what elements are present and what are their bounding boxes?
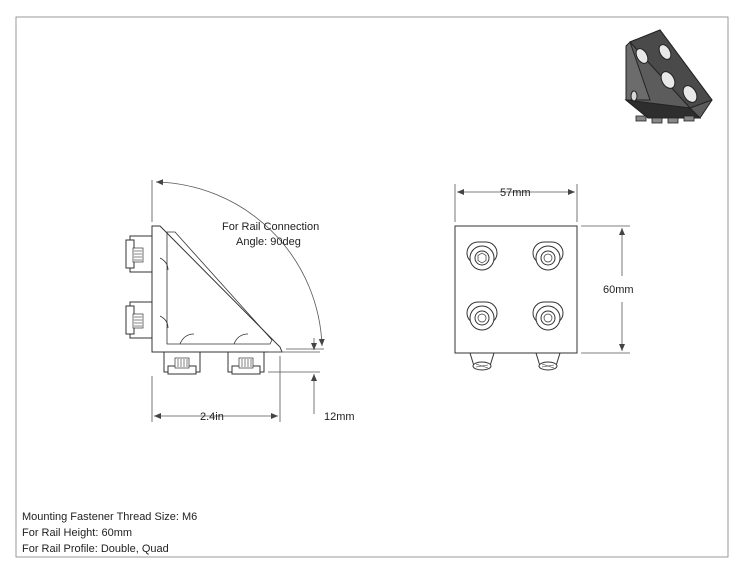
- front-width-dim-label: 57mm: [500, 187, 531, 199]
- left-nut-bottom: [125, 301, 153, 339]
- note-rail-profile: For Rail Profile: Double, Quad: [22, 543, 169, 555]
- bottom-nut-left: [163, 351, 201, 375]
- thickness-dimension: [268, 338, 320, 414]
- note-thread-size: Mounting Fastener Thread Size: M6: [22, 511, 198, 523]
- width-dim-label: 2.4in: [200, 411, 224, 423]
- left-nut-top: [125, 235, 153, 273]
- front-height-dim-label: 60mm: [603, 284, 634, 296]
- bolt-top-left: [466, 241, 498, 271]
- angle-note-line2: Angle: 90deg: [236, 236, 301, 248]
- width-dimension: [151, 356, 281, 422]
- isometric-view: [624, 29, 713, 124]
- bottom-nut-right: [227, 351, 265, 375]
- front-width-dimension: [454, 184, 578, 222]
- note-rail-height: For Rail Height: 60mm: [22, 527, 133, 539]
- bolt-top-right: [532, 241, 564, 271]
- front-nut-right: [535, 352, 561, 371]
- side-view: [125, 225, 283, 375]
- thickness-dim-label: 12mm: [324, 411, 355, 423]
- bolt-bottom-right: [532, 301, 564, 331]
- spec-notes: Mounting Fastener Thread Size: M6 For Ra…: [22, 509, 197, 557]
- front-view: [454, 225, 578, 371]
- front-height-dimension: [581, 225, 630, 354]
- angle-note-line1: For Rail Connection: [222, 221, 319, 233]
- angle-dimension: [151, 179, 325, 350]
- bolt-bottom-left: [466, 301, 498, 331]
- front-nut-left: [469, 352, 495, 371]
